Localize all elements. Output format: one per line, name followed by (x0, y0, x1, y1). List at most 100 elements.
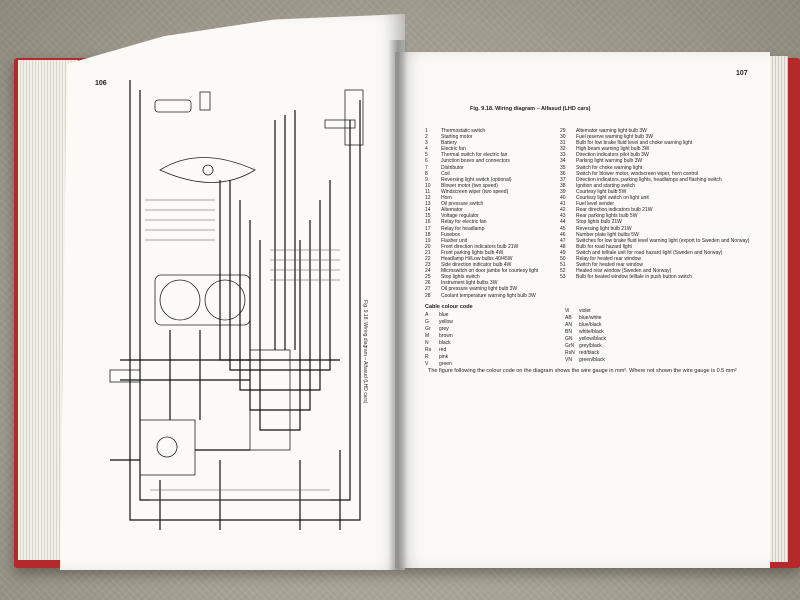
legend-item-key: 32 (560, 146, 566, 153)
legend-item: 34 Parking light warning bulb 3W (560, 158, 749, 164)
legend-item-text: Oil pressure warning light bulb 3W (441, 286, 518, 293)
legend-item-text: Bulb for low brake fluid level and choke… (576, 140, 693, 147)
cable-colour-item-text: red/black (579, 350, 600, 356)
legend-item-key: 42 (560, 207, 566, 214)
legend-item-key: 14 (425, 207, 431, 214)
legend-item-text: Courtesy light switch on light unit (576, 195, 649, 202)
legend-item-key: 28 (425, 292, 431, 299)
cable-colour-item-text: violet (579, 308, 591, 314)
right-page-number: 107 (736, 70, 748, 77)
legend-item-text: Direction indicators, parking lights, he… (576, 176, 722, 183)
legend-item: 15 Voltage regulator (425, 213, 538, 219)
legend-item-text: Heated rear window (Sweden and Norway) (576, 268, 672, 275)
legend-item-text: Flasher unit (441, 237, 468, 244)
book-gutter (388, 40, 408, 570)
legend-item-key: 23 (425, 262, 431, 269)
legend-item-key: 35 (560, 164, 566, 171)
legend-item-key: 25 (425, 274, 431, 281)
legend-item-text: Parking light warning bulb 3W (576, 158, 643, 165)
cable-colour-item-text: pink (439, 354, 449, 360)
diagram-connector-block (344, 89, 364, 146)
legend-item: 52 Heated rear window (Sweden and Norway) (560, 268, 749, 274)
legend-item-text: Front parking lights bulb 4W (441, 249, 504, 256)
cable-colour-item-key: Gr (425, 326, 431, 332)
legend-item-text: Instrument light bulbs 3W (441, 280, 498, 287)
cable-colour-item-text: white/black (579, 329, 604, 335)
legend-item-key: 10 (425, 182, 431, 189)
legend-item-text: Fuel level sender (576, 201, 615, 208)
legend-item-text: Voltage regulator (441, 213, 479, 220)
figure-caption: Fig. 9.18. Wiring diagram – Alfasud (LHD… (470, 106, 591, 112)
legend-item-key: 16 (425, 219, 431, 226)
cable-colour-item-key: G (425, 319, 429, 325)
legend-item-key: 37 (560, 176, 566, 183)
diagram-gauge-right (204, 279, 246, 321)
legend-item-key: 1 (425, 128, 428, 134)
legend-item-text: Microswitch on door jambs for courtesy l… (441, 268, 539, 275)
cable-colour-item-key: VN (565, 357, 572, 363)
legend-item-key: 52 (560, 268, 566, 275)
diagram-steering-wheel (159, 157, 256, 183)
legend-item-key: 46 (560, 231, 566, 238)
diagram-component-switch (199, 91, 211, 111)
legend-item-key: 3 (425, 140, 428, 147)
legend-item-key: 21 (425, 249, 431, 256)
wire-gauge-note: The figure following the colour code on … (428, 368, 737, 374)
legend-item-text: Switch for choke warning light (576, 164, 643, 171)
cable-colour-item-text: brown (439, 333, 453, 339)
cable-colour-item-text: blue/black (579, 322, 602, 328)
right-page (395, 52, 770, 568)
legend-item-key: 2 (425, 134, 428, 141)
diagram-fusebox (249, 349, 291, 451)
legend-item-key: 45 (560, 225, 566, 232)
legend-item-key: 34 (560, 158, 566, 165)
legend-item-text: Side direction indicator bulb 4W (441, 262, 512, 269)
cable-colour-item-text: green/black (579, 357, 605, 363)
legend-item-key: 15 (425, 213, 431, 220)
legend-item-text: Junction boxes and connectors (441, 158, 510, 165)
cable-colour-title: Cable colour code (425, 304, 473, 310)
legend-item-text: Blower motor (two speed) (441, 182, 498, 189)
legend-item-text: Bulb for road hazard light (576, 243, 632, 250)
cable-colour-item-key: V (425, 361, 429, 367)
cable-colour-item-key: M (425, 333, 430, 339)
legend-item-key: 53 (560, 274, 566, 281)
cable-colour-item-text: yellow (439, 319, 453, 325)
legend-item-key: 27 (425, 286, 431, 293)
cable-colour-item-text: grey/black (579, 343, 602, 349)
legend-item-text: Battery (441, 140, 457, 147)
legend-item-text: Stop lights switch (441, 274, 480, 281)
legend-item-key: 7 (425, 164, 428, 171)
legend-item-key: 38 (560, 182, 566, 189)
legend-item-text: Electric fan (441, 146, 466, 153)
